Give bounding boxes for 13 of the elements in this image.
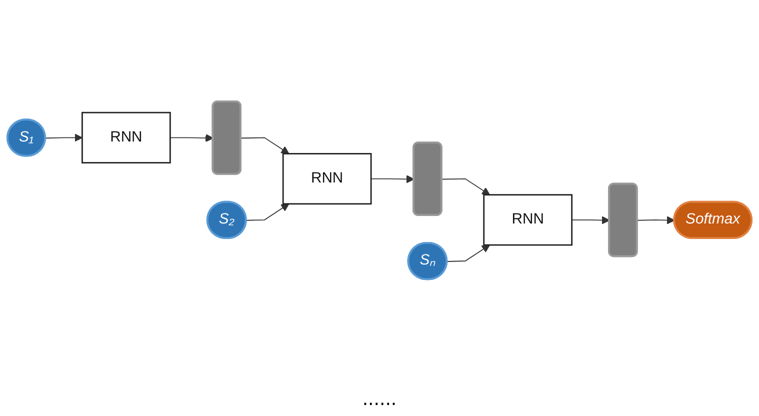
arrow [370, 174, 414, 183]
arrow [170, 134, 214, 142]
node-box: RNN [483, 194, 573, 246]
arrow [246, 203, 290, 221]
arrow [636, 216, 675, 224]
arrow [441, 178, 490, 195]
node-box: RNN [82, 112, 171, 164]
ellipsis-text: ...... [362, 389, 397, 410]
arrow [571, 216, 610, 224]
arrow [45, 133, 83, 142]
arrow [240, 136, 290, 154]
arrow [446, 244, 490, 262]
node-box: RNN [282, 152, 372, 204]
